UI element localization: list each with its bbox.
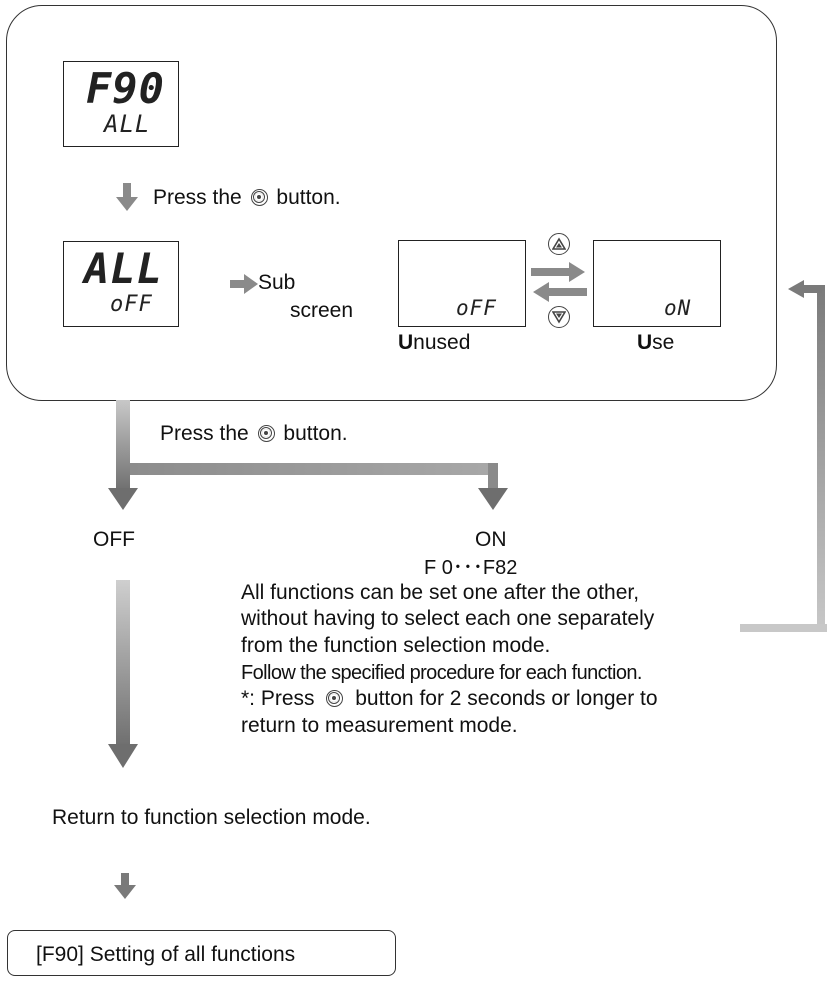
set-button-icon <box>250 189 268 206</box>
right-arrow-icon <box>230 274 258 294</box>
set-button-icon <box>257 425 275 442</box>
display-use-sub: oN <box>664 296 692 320</box>
description-line1: All functions can be set one after the o… <box>241 581 640 604</box>
display-use: oN <box>593 240 721 327</box>
button-text: button. <box>276 186 341 209</box>
display-f90: F90 ALL <box>63 61 179 147</box>
use-rest: se <box>652 331 675 354</box>
off-label: OFF <box>93 528 135 551</box>
left-toggle-arrow <box>533 282 587 302</box>
loop-bottom-connector <box>740 624 827 632</box>
display-all-sub: oFF <box>110 292 153 317</box>
down-button-icon <box>548 306 570 328</box>
display-unused-sub: oFF <box>456 296 497 320</box>
description-line5: *: Press button for 2 seconds or longer … <box>241 687 658 711</box>
f90-setting-box: [F90] Setting of all functions <box>7 930 396 976</box>
function-range: F 0･･･F82 <box>424 557 518 579</box>
description-line3: from the function selection mode. <box>241 634 551 657</box>
down-arrow-icon <box>116 183 138 211</box>
display-all-main: ALL <box>84 244 163 293</box>
branch-press-text: Press the <box>160 422 249 445</box>
description-line2: without having to select each one separa… <box>241 607 655 630</box>
desc5-after: button for 2 seconds or longer to <box>355 687 658 710</box>
description-line4: Follow the specified procedure for each … <box>241 662 642 684</box>
press-set-instruction: Press the button. <box>153 186 341 210</box>
display-f90-main: F90 <box>86 64 165 113</box>
settings-panel <box>6 5 777 401</box>
on-label: ON <box>475 528 507 551</box>
branch-press-instruction: Press the button. <box>160 422 348 446</box>
unused-label: Unused <box>398 331 470 355</box>
unused-initial: U <box>398 331 414 354</box>
press-text: Press the <box>153 186 242 209</box>
branch-button-text: button. <box>283 422 348 445</box>
sub-label-line1: Sub <box>258 271 296 294</box>
final-down-arrow <box>114 873 136 899</box>
display-all: ALL oFF <box>63 241 179 327</box>
use-initial: U <box>637 331 653 354</box>
set-button-icon <box>326 690 344 707</box>
return-text: Return to function selection mode. <box>52 806 371 829</box>
right-toggle-arrow <box>531 262 585 282</box>
desc5-before: *: Press <box>241 687 315 710</box>
description-line6: return to measurement mode. <box>241 714 518 737</box>
sub-label-line2: screen <box>290 299 354 322</box>
display-unused: oFF <box>398 240 526 327</box>
loop-back-arrow <box>788 280 825 632</box>
f90-setting-label: [F90] Setting of all functions <box>36 943 296 966</box>
up-button-icon <box>548 233 570 255</box>
display-f90-sub: ALL <box>104 110 151 138</box>
use-label: Use <box>637 331 674 355</box>
branch-arrows <box>108 400 508 510</box>
unused-rest: nused <box>413 331 471 354</box>
off-down-arrow <box>108 580 138 768</box>
